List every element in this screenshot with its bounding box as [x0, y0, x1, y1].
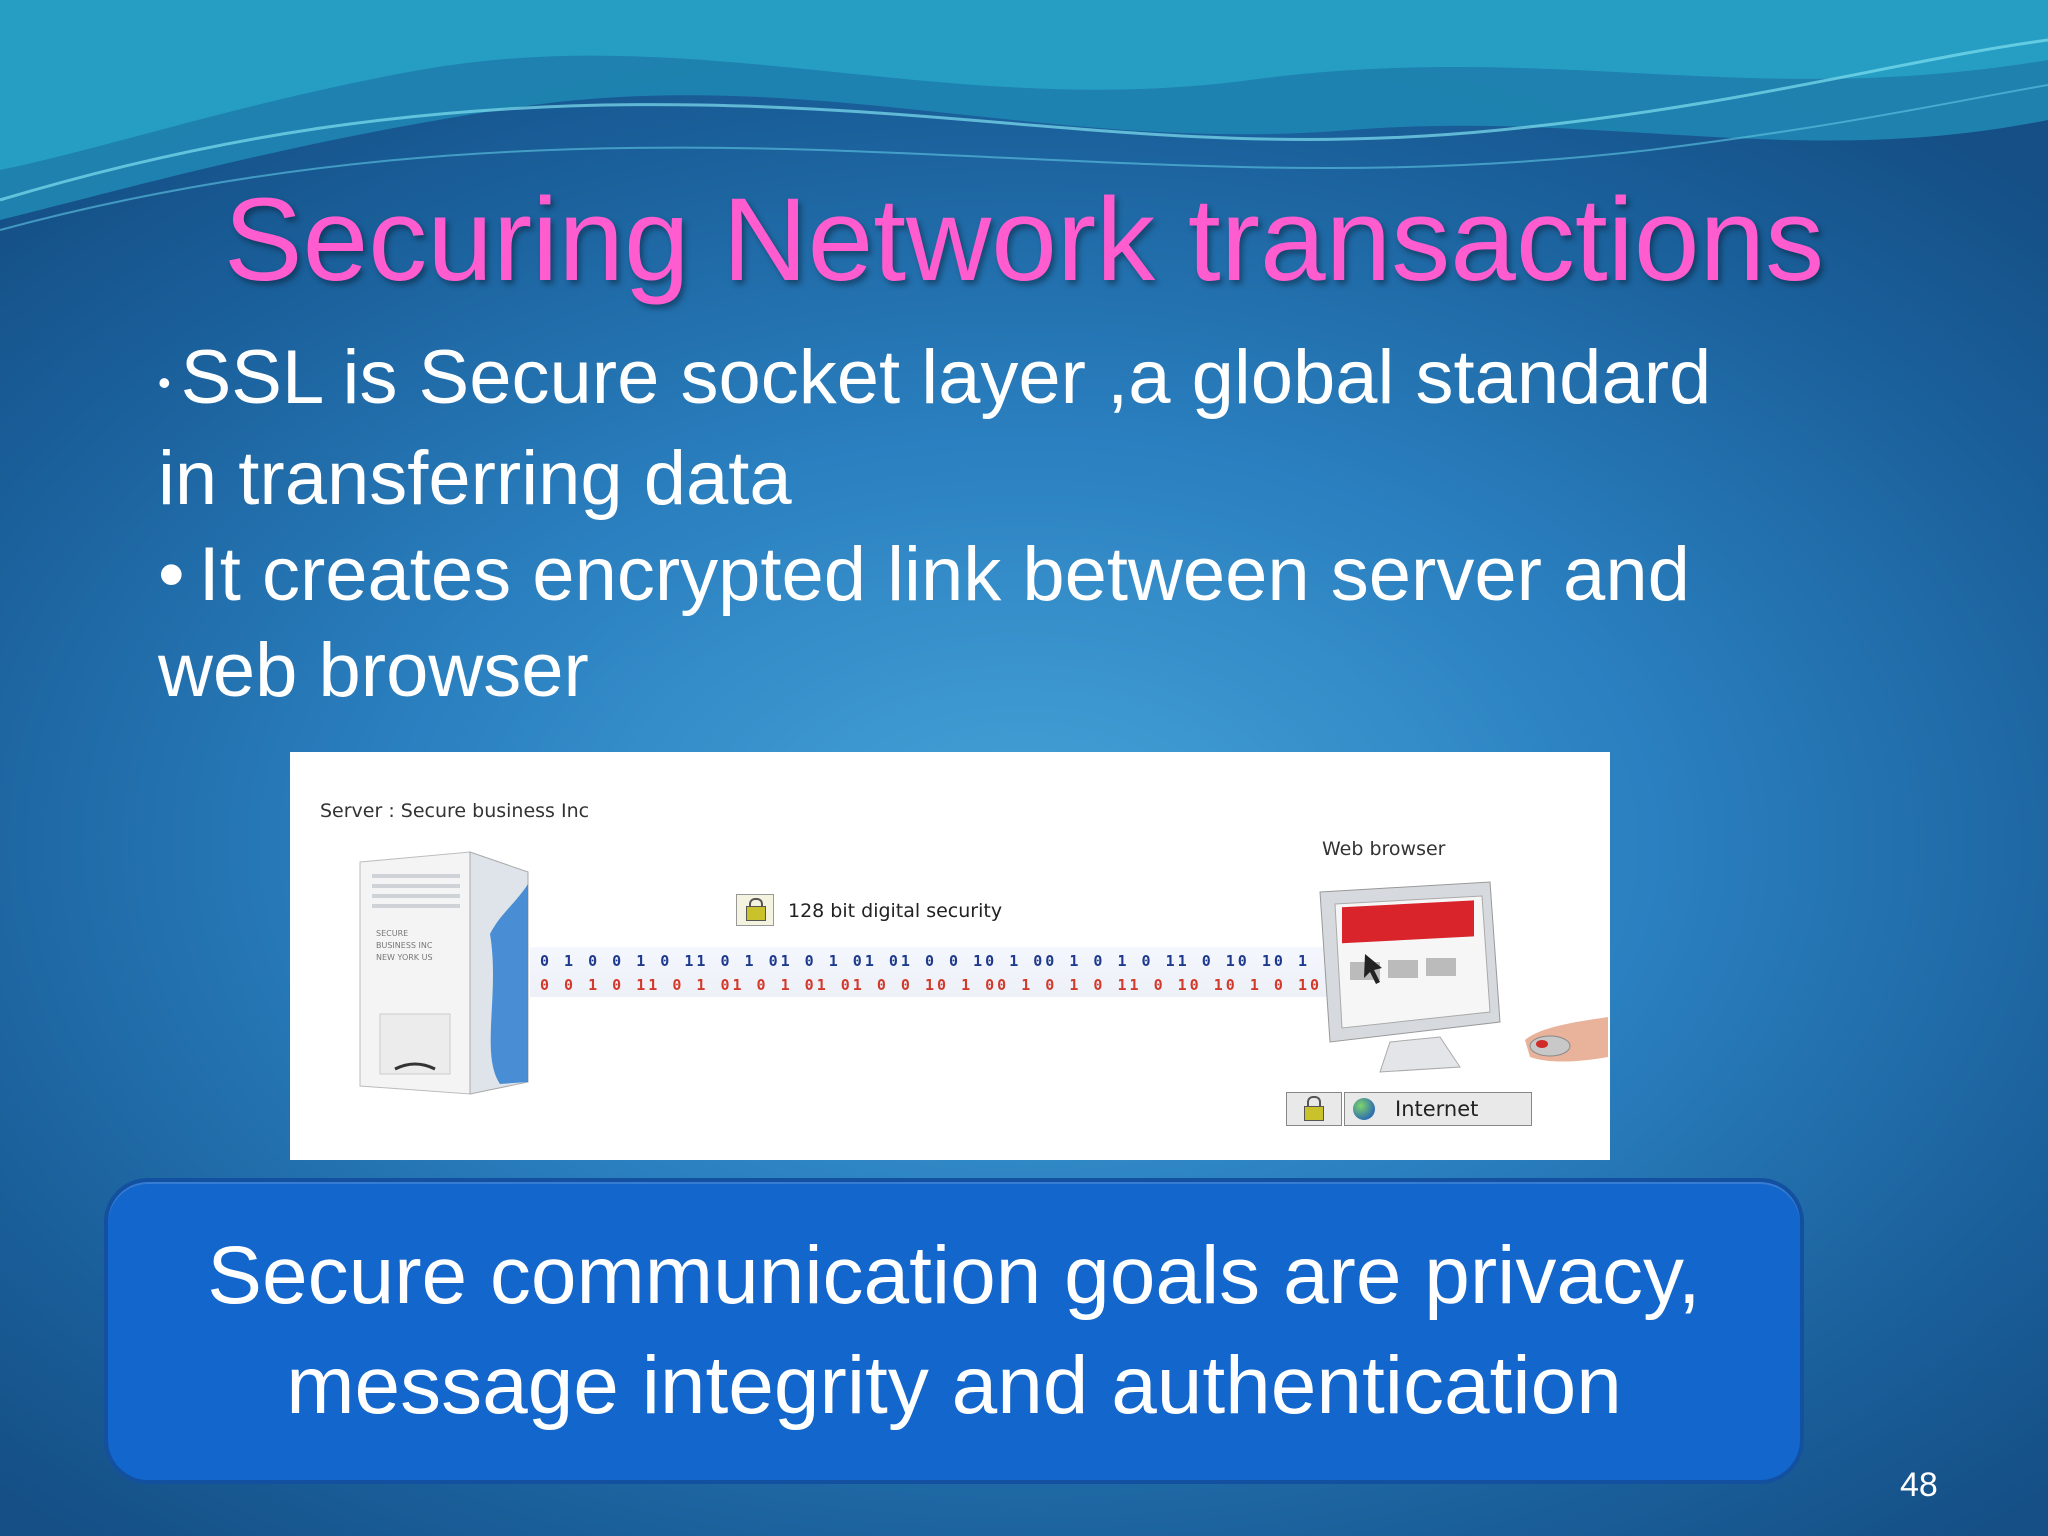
bullet-2-line-1: •It creates encrypted link between serve…	[158, 527, 1918, 623]
bullet-dot: •	[158, 361, 171, 403]
mouse-icon	[1525, 1017, 1608, 1062]
slide-title: Securing Network transactions	[223, 174, 1825, 306]
internet-zone: Internet	[1344, 1092, 1532, 1126]
monitor-icon	[1319, 881, 1501, 1073]
lock-icon	[1286, 1092, 1342, 1126]
internet-label: Internet	[1395, 1097, 1479, 1121]
bullet-list: •SSL is Secure socket layer ,a global st…	[158, 330, 1918, 719]
binary-row-1: 0 1 0 0 1 0 11 0 1 01 0 1 01 01 0 0 10 1…	[540, 952, 1310, 970]
bullet-1-text-a: SSL is Secure socket layer ,a global sta…	[180, 335, 1712, 420]
ssl-diagram: Server : Secure business Inc SECURE BUSI…	[290, 752, 1610, 1160]
globe-icon	[1353, 1098, 1375, 1120]
binary-stream: 0 1 0 0 1 0 11 0 1 01 0 1 01 01 0 0 10 1…	[540, 952, 1600, 994]
bullet-dot: •	[158, 531, 185, 617]
server-label: Server : Secure business Inc	[320, 800, 590, 822]
binary-row-2: 0 0 1 0 11 0 1 01 0 1 01 01 0 0 10 1 00 …	[540, 976, 1322, 994]
server-plate-3: NEW YORK US	[376, 953, 433, 962]
server-tower-icon: SECURE BUSINESS INC NEW YORK US	[359, 851, 529, 1095]
bullet-2-line-2: web browser	[158, 627, 589, 713]
server-plate-2: BUSINESS INC	[376, 941, 433, 950]
page-number: 48	[1900, 1466, 1938, 1504]
security-label: 128 bit digital security	[788, 900, 1003, 922]
bullet-2-text-a: It creates encrypted link between server…	[198, 531, 1690, 617]
goal-callout: Secure communication goals are privacy, …	[104, 1178, 1804, 1484]
bullet-1-line-1: •SSL is Secure socket layer ,a global st…	[158, 330, 1918, 431]
browser-label: Web browser	[1322, 838, 1446, 860]
server-plate-1: SECURE	[376, 929, 408, 938]
bullet-1-line-2: in transferring data	[158, 435, 792, 521]
binary-band	[530, 947, 1360, 997]
header-waves	[0, 0, 2048, 231]
browser-status-bar: Internet	[1286, 1092, 1536, 1126]
goal-text: Secure communication goals are privacy, …	[207, 1230, 1701, 1431]
lock-icon	[736, 894, 774, 926]
